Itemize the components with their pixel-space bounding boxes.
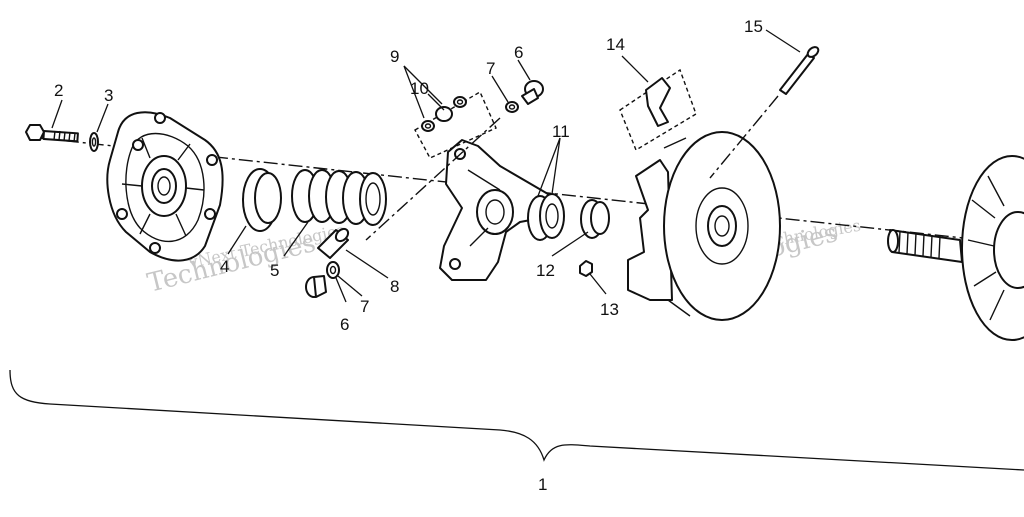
callout-11: 11 (552, 122, 570, 141)
callout-4: 4 (220, 257, 229, 276)
lower-cap-part (305, 275, 327, 298)
lock-washer-part (89, 132, 99, 152)
callout-6-lower: 6 (340, 315, 349, 334)
callout-9: 9 (390, 47, 399, 66)
roller-kit-part (414, 91, 497, 159)
callout-13: 13 (600, 300, 619, 319)
pivot-pin-part (709, 46, 820, 179)
assembly-brace (9, 369, 1024, 471)
bushing-ring-part (242, 168, 282, 232)
callout-10: 10 (410, 79, 429, 98)
spring-part (291, 169, 387, 226)
weight-part (619, 68, 697, 152)
kit-dash-line (365, 117, 501, 241)
fixed-sheave-part (887, 155, 1024, 341)
callout-3: 3 (104, 86, 113, 105)
callout-7-upper: 7 (486, 59, 495, 78)
upper-washer-part (505, 101, 519, 113)
bolt-part (25, 124, 79, 143)
callout-14: 14 (606, 35, 625, 54)
callout-6-upper: 6 (514, 43, 523, 62)
cover-plate-part (106, 111, 224, 262)
leader-lines (51, 29, 801, 303)
upper-cap-part (521, 80, 544, 105)
callout-12: 12 (536, 261, 555, 280)
spider-arm-part (439, 139, 553, 281)
callout-1: 1 (538, 475, 547, 494)
callout-5: 5 (270, 261, 279, 280)
callout-7-lower: 7 (360, 297, 369, 316)
lower-washer-part (326, 261, 340, 279)
callout-15: 15 (744, 17, 763, 36)
roller-pin-part (317, 227, 350, 259)
callout-2: 2 (54, 81, 63, 100)
bushing-pair-part (527, 193, 565, 241)
callout-8: 8 (390, 277, 399, 296)
outer-bushing-part (580, 199, 610, 239)
callout-labels: 1 2 3 4 5 6 6 7 7 8 9 10 11 12 13 14 15 (54, 17, 763, 494)
moveable-sheave-part (627, 131, 781, 321)
nut-part (579, 260, 593, 277)
